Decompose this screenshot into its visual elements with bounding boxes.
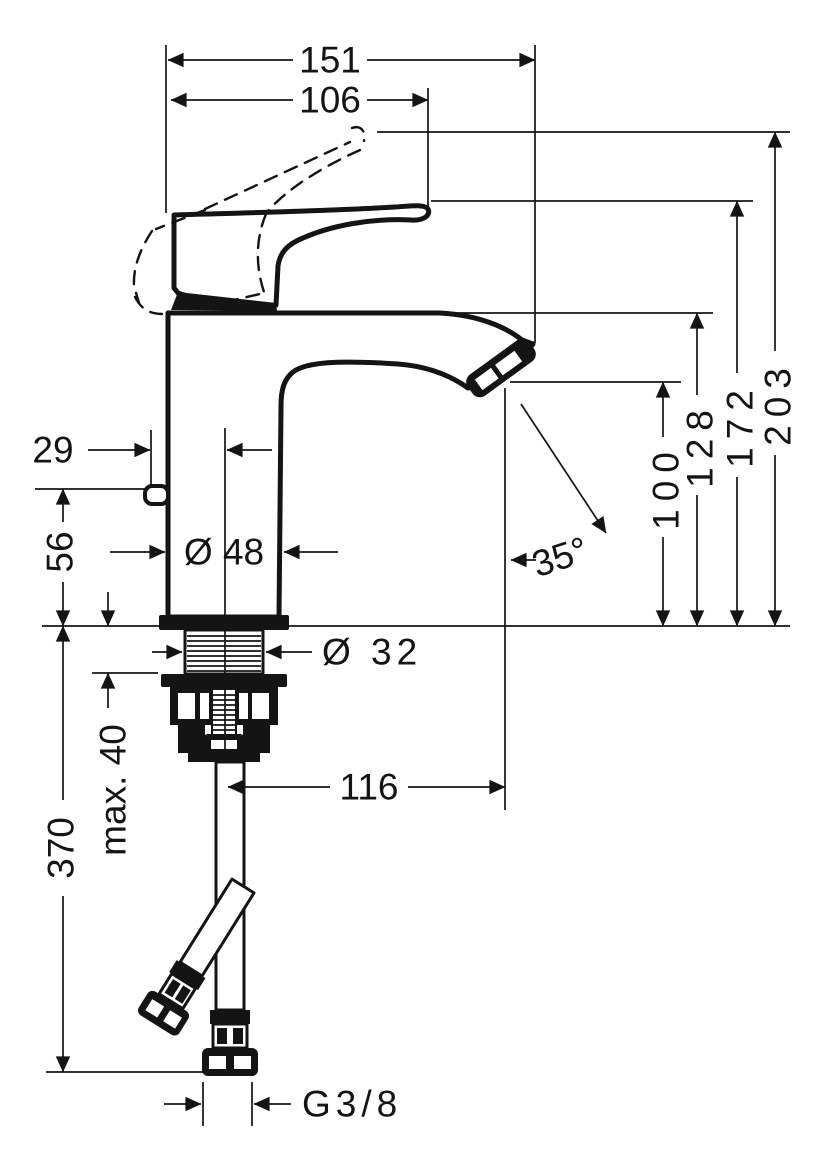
faucet-body <box>165 310 536 620</box>
faucet-handle <box>171 203 432 310</box>
popup-rod <box>203 688 245 754</box>
dim-height-spout: 128 <box>680 312 721 627</box>
dim-label-128: 128 <box>680 402 721 488</box>
dim-label-106: 106 <box>299 80 361 121</box>
dim-label-d48: Ø 48 <box>184 532 264 573</box>
washer <box>161 674 287 687</box>
dim-label-203: 203 <box>758 360 799 446</box>
dim-label-g38: G3/8 <box>302 1084 402 1125</box>
dim-label-116: 116 <box>340 767 399 808</box>
dim-deck-thickness: max. 40 <box>93 592 134 856</box>
dim-hose-length: 370 <box>41 625 82 1073</box>
dim-label-d32: Ø 32 <box>322 632 422 673</box>
dim-label-29: 29 <box>32 430 73 471</box>
dim-label-56: 56 <box>40 531 81 572</box>
dim-label-100: 100 <box>646 444 687 530</box>
under-deck-assembly <box>138 628 287 1076</box>
dim-label-max40: max. 40 <box>93 724 134 856</box>
dim-height-handle: 172 <box>720 200 761 627</box>
popup-rod-knob <box>143 484 170 506</box>
dim-rod-offset: 29 <box>32 430 272 471</box>
dimension-lines: 151 106 29 56 Ø 48 Ø 32 <box>32 40 799 1126</box>
supply-hose-vertical <box>202 760 258 1076</box>
dim-rod-height: 56 <box>40 488 81 627</box>
dim-height-outlet: 100 <box>646 381 687 627</box>
dim-outlet-reach: 116 <box>227 767 506 808</box>
dim-width-handle: 106 <box>170 80 429 121</box>
aerator <box>466 338 536 398</box>
threaded-shank <box>183 628 265 676</box>
dim-height-handle-raised: 203 <box>758 131 799 627</box>
dim-label-370: 370 <box>41 817 82 879</box>
dim-label-172: 172 <box>720 382 761 468</box>
dim-thread: G3/8 <box>164 1084 402 1125</box>
raised-handle-outline <box>132 126 366 316</box>
supply-hose-angled <box>138 877 256 1036</box>
dim-label-151: 151 <box>299 40 361 81</box>
dim-spray-angle: 35° <box>510 403 607 585</box>
dim-shank-diameter: Ø 32 <box>152 632 422 673</box>
dim-width-overall: 151 <box>167 40 536 81</box>
dim-label-35deg: 35° <box>527 529 593 585</box>
dim-body-diameter: Ø 48 <box>110 532 338 573</box>
